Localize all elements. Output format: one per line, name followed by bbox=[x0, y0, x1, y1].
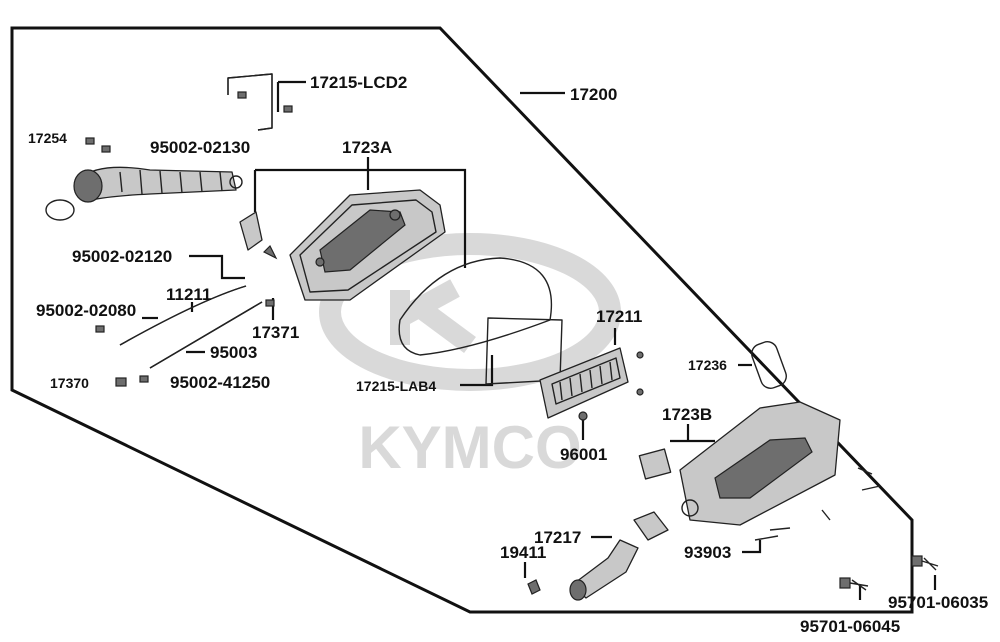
label-17215-lcd2: 17215-LCD2 bbox=[310, 73, 407, 92]
label-17200: 17200 bbox=[570, 85, 617, 104]
label-95002-02080: 95002-02080 bbox=[36, 301, 136, 320]
air-cleaner-case-1723a bbox=[239, 189, 446, 301]
watermark-text: KYMCO bbox=[358, 414, 581, 481]
drain-hoses-part bbox=[95, 285, 275, 387]
part-number-labels: 17215-LCD2 17200 17254 95002-02130 1723A… bbox=[28, 73, 988, 636]
label-1723b: 1723B bbox=[662, 405, 712, 424]
air-cleaner-cover-1723b bbox=[638, 401, 881, 541]
label-1723a: 1723A bbox=[342, 138, 392, 157]
label-19411: 19411 bbox=[500, 543, 546, 562]
label-17370: 17370 bbox=[50, 375, 89, 391]
gasket-17236-part bbox=[751, 341, 787, 389]
label-95003: 95003 bbox=[210, 343, 257, 362]
label-17217: 17217 bbox=[534, 528, 581, 547]
label-17254: 17254 bbox=[28, 130, 67, 146]
label-11211: 11211 bbox=[166, 285, 211, 304]
label-95002-41250: 95002-41250 bbox=[170, 373, 270, 392]
label-95701-06045: 95701-06045 bbox=[800, 617, 900, 636]
label-17371: 17371 bbox=[252, 323, 299, 342]
leader-lines bbox=[142, 80, 937, 600]
label-17211: 17211 bbox=[596, 307, 642, 326]
label-17215-lab4: 17215-LAB4 bbox=[356, 378, 436, 394]
label-95701-06035: 95701-06035 bbox=[888, 593, 988, 612]
filter-17211-part bbox=[539, 347, 644, 421]
label-95002-02120: 95002-02120 bbox=[72, 247, 172, 266]
bolts-95701-part bbox=[839, 555, 939, 591]
label-17236: 17236 bbox=[688, 357, 727, 373]
intake-duct-part bbox=[45, 137, 243, 221]
kymco-logo-watermark: KYMCO bbox=[319, 233, 621, 481]
assembly-boundary bbox=[10, 26, 914, 614]
label-96001: 96001 bbox=[560, 445, 607, 464]
label-95002-02130: 95002-02130 bbox=[150, 138, 250, 157]
breather-tube-part bbox=[227, 73, 293, 131]
intake-boot-17217-part bbox=[527, 511, 669, 601]
label-93903: 93903 bbox=[684, 543, 731, 562]
